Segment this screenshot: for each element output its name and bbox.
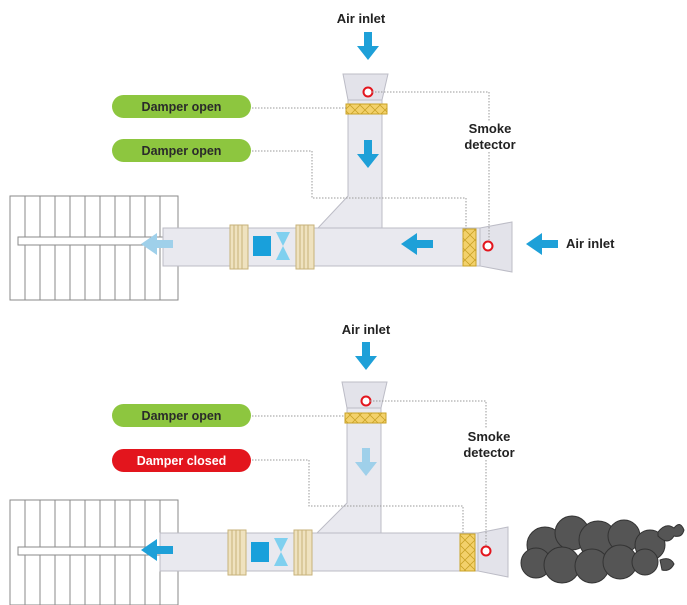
air-inlet-label: Air inlet <box>337 11 386 26</box>
fan-icon <box>227 529 313 576</box>
smoke-detector-icon <box>362 86 494 252</box>
damper-status-pill <box>112 139 251 162</box>
vertical-duct <box>316 99 383 229</box>
smoke-detector-label: detector <box>464 137 515 152</box>
smoke-cloud-icon <box>520 515 685 584</box>
arrow-down-icon <box>357 32 379 60</box>
air-inlet-label: Air inlet <box>342 322 391 337</box>
smoke-detector-label: Smoke <box>469 121 512 136</box>
damper-status-pill <box>112 404 251 427</box>
vertical-duct <box>315 407 382 534</box>
smoke-detector-label: detector <box>463 445 514 460</box>
bottom-system: Damper open Damper closed Air inlet Smok… <box>9 322 685 605</box>
damper-status-label: Damper open <box>142 409 222 423</box>
top-system: Damper open Damper open Air inlet Air in… <box>9 11 615 301</box>
arrow-down-icon <box>355 342 377 370</box>
damper-status-label: Damper closed <box>137 454 227 468</box>
damper-status-label: Damper open <box>142 144 222 158</box>
arrow-left-icon <box>526 233 558 255</box>
horizontal-duct <box>159 532 501 572</box>
damper-status-label: Damper open <box>142 100 222 114</box>
damper-status-pill <box>112 449 251 472</box>
smoke-detector-label: Smoke <box>468 429 511 444</box>
air-inlet-label: Air inlet <box>566 236 615 251</box>
fan-icon <box>229 224 315 270</box>
damper-status-pill <box>112 95 251 118</box>
horizontal-duct <box>162 227 504 267</box>
